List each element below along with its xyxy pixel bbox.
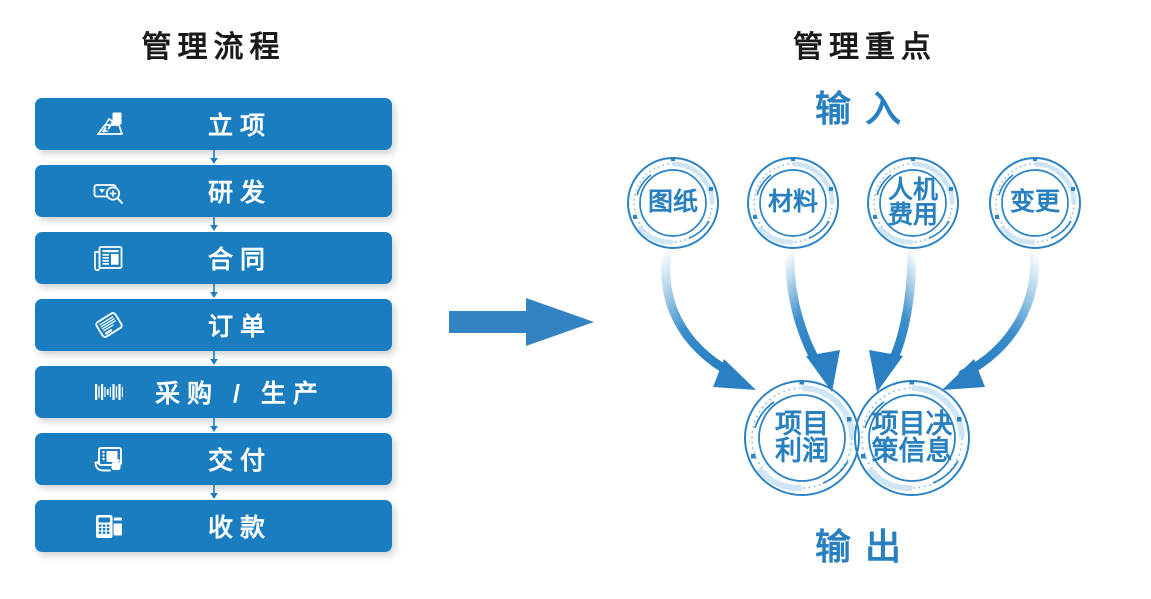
input-circle-label: 变更	[1009, 188, 1060, 217]
input-circle-label: 材料	[767, 188, 818, 217]
output-circle-1[interactable]: 项目决 策信息	[851, 377, 973, 499]
flow-step-label: 订单	[207, 313, 272, 341]
flow-step-bar[interactable]: 交付	[35, 433, 392, 485]
flow-step-3[interactable]: 订单	[35, 299, 392, 365]
output-circle-label: 项目 利润	[775, 409, 829, 466]
output-label: 输出	[814, 526, 915, 567]
flow-step-4[interactable]: 采购 / 生产	[35, 366, 392, 432]
flow-step-label: 交付	[207, 447, 272, 475]
flow-step-bar[interactable]: 收款	[35, 500, 392, 552]
down-arrow-icon	[208, 418, 220, 433]
flow-step-label: 研发	[207, 179, 272, 207]
output-circle-0[interactable]: 项目 利润	[741, 377, 863, 499]
down-arrow-icon	[208, 284, 220, 299]
input-circle-2[interactable]: 人机 费用	[865, 155, 961, 251]
flow-step-bar[interactable]: 订单	[35, 299, 392, 351]
input-circle-3[interactable]: 变更	[987, 155, 1083, 251]
curve-arrow-2	[869, 245, 917, 392]
management-flow-list: 立项	[35, 98, 392, 552]
flow-step-label: 采购 / 生产	[155, 380, 325, 408]
flow-step-1[interactable]: 研发	[35, 165, 392, 231]
down-arrow-icon	[208, 150, 220, 165]
flow-step-bar[interactable]: 研发	[35, 165, 392, 217]
pen-signing-icon	[92, 107, 126, 141]
curve-arrow-3	[942, 245, 1040, 390]
flow-step-0[interactable]: 立项	[35, 98, 392, 164]
down-arrow-icon	[208, 351, 220, 366]
flow-step-bar[interactable]: 合同	[35, 232, 392, 284]
output-circle-label: 项目决 策信息	[871, 409, 953, 466]
curve-arrow-1	[785, 245, 840, 392]
flow-step-label: 收款	[207, 514, 272, 542]
input-circle-label: 图纸	[647, 188, 698, 217]
input-circle-1[interactable]: 材料	[745, 155, 841, 251]
flow-step-bar[interactable]: 采购 / 生产	[35, 366, 392, 418]
right-block-arrow-icon	[449, 296, 594, 348]
hand-tablet-signature-icon	[92, 442, 126, 476]
pos-terminal-card-icon	[92, 509, 126, 543]
down-arrow-icon	[208, 217, 220, 232]
input-circle-label: 人机 费用	[887, 175, 938, 229]
flow-step-label: 立项	[207, 112, 272, 140]
flow-step-6[interactable]: 收款	[35, 500, 392, 552]
flow-step-5[interactable]: 交付	[35, 433, 392, 499]
tilted-receipt-icon	[92, 308, 126, 342]
flow-step-2[interactable]: 合同	[35, 232, 392, 298]
right-panel-title: 管理重点	[793, 31, 937, 64]
left-panel-title: 管理流程	[141, 31, 286, 64]
flow-step-label: 合同	[207, 246, 272, 274]
flow-step-bar[interactable]: 立项	[35, 98, 392, 150]
input-circle-0[interactable]: 图纸	[625, 155, 721, 251]
input-label: 输入	[814, 88, 915, 129]
barcode-icon	[92, 375, 126, 409]
document-newspaper-icon	[92, 241, 126, 275]
curve-arrow-0	[661, 245, 756, 390]
magnifier-panel-icon	[92, 174, 126, 208]
down-arrow-icon	[208, 485, 220, 500]
